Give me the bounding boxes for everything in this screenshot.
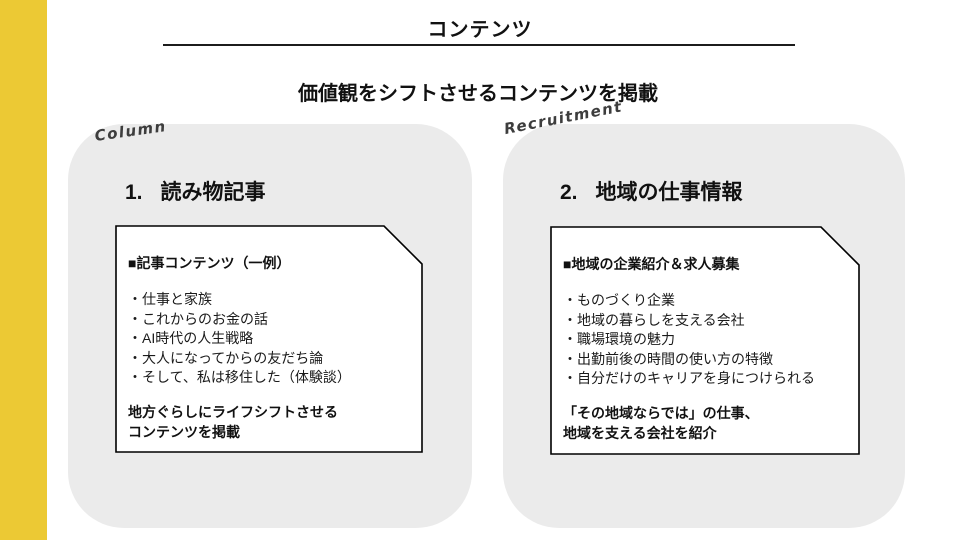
note-footer: 地方ぐらしにライフシフトさせる コンテンツを掲載	[128, 402, 407, 442]
heading-text: 地域の仕事情報	[595, 181, 743, 204]
note-content: ■記事コンテンツ（一例） ・仕事と家族 ・これからのお金の話 ・AI時代の人生戦…	[115, 225, 423, 453]
note-footer-line: 地方ぐらしにライフシフトさせる	[128, 403, 338, 420]
list-item: ・これからのお金の話	[128, 310, 268, 327]
heading-number: 1.	[125, 181, 143, 204]
card-heading-recruitment: 2. 地域の仕事情報	[560, 176, 743, 206]
list-item: ・大人になってからの友だち論	[128, 349, 324, 366]
heading-text: 読み物記事	[160, 181, 266, 204]
list-item: ・そして、私は移住した（体験談）	[128, 369, 351, 385]
list-item: ・自分だけのキャリアを身につけられる	[563, 370, 815, 386]
note-box-column: ■記事コンテンツ（一例） ・仕事と家族 ・これからのお金の話 ・AI時代の人生戦…	[115, 225, 423, 453]
note-content: ■地域の企業紹介＆求人募集 ・ものづくり企業 ・地域の暮らしを支える会社 ・職場…	[550, 226, 860, 455]
note-footer-line: 地域を支える会社を紹介	[563, 424, 717, 441]
note-bullet-list: ・仕事と家族 ・これからのお金の話 ・AI時代の人生戦略 ・大人になってからの友…	[128, 290, 407, 388]
title-underline	[163, 44, 795, 46]
list-item: ・出勤前後の時間の使い方の特徴	[563, 350, 773, 367]
note-footer-line: コンテンツを掲載	[128, 423, 240, 440]
list-item: ・職場環境の魅力	[563, 331, 675, 347]
note-footer-line: 「その地域ならでは」の仕事、	[563, 404, 759, 421]
folded-note-shape	[115, 225, 423, 453]
card-heading-column: 1. 読み物記事	[125, 176, 266, 206]
list-item: ・ものづくり企業	[563, 292, 675, 308]
heading-number: 2.	[560, 181, 578, 204]
list-item: ・仕事と家族	[128, 291, 212, 307]
note-header: ■記事コンテンツ（一例）	[128, 255, 291, 271]
list-item: ・AI時代の人生戦略	[128, 330, 254, 346]
note-box-recruitment: ■地域の企業紹介＆求人募集 ・ものづくり企業 ・地域の暮らしを支える会社 ・職場…	[550, 226, 860, 455]
list-item: ・地域の暮らしを支える会社	[563, 311, 745, 328]
note-bullet-list: ・ものづくり企業 ・地域の暮らしを支える会社 ・職場環境の魅力 ・出勤前後の時間…	[563, 291, 844, 389]
subtitle: 価値観をシフトさせるコンテンツを掲載	[298, 83, 658, 105]
page-title: コンテンツ	[427, 19, 533, 41]
accent-sidebar	[0, 0, 47, 540]
note-header: ■地域の企業紹介＆求人募集	[563, 256, 740, 272]
note-footer: 「その地域ならでは」の仕事、 地域を支える会社を紹介	[563, 403, 844, 443]
folded-note-shape	[550, 226, 860, 455]
